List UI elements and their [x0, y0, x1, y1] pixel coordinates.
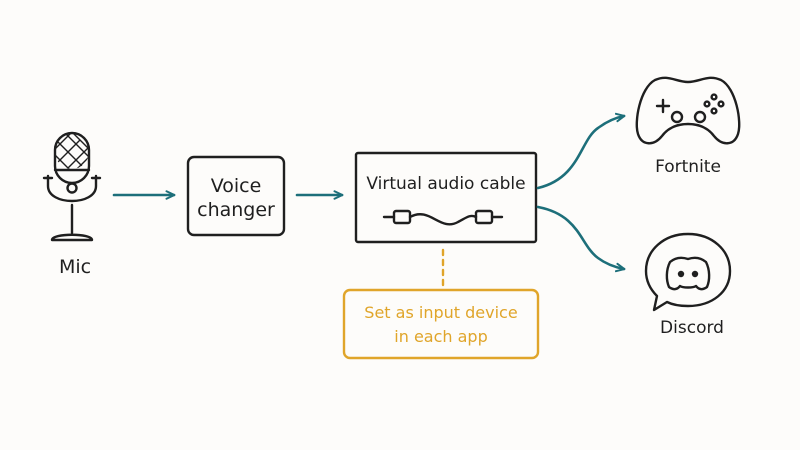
virtual-cable-node: Virtual audio cable — [354, 151, 538, 244]
voice-changer-label-line2: changer — [197, 199, 275, 221]
mic-node: Mic — [42, 131, 102, 278]
virtual-cable-box — [354, 151, 538, 244]
voice-changer-node: Voice changer — [186, 155, 286, 237]
virtual-cable-label: Virtual audio cable — [366, 174, 525, 194]
discord-icon — [644, 232, 732, 312]
audio-cable-icon — [382, 209, 504, 226]
voice-changer-label-line1: Voice — [211, 175, 262, 197]
note-box — [342, 288, 540, 360]
arrow-cable-to-discord — [536, 205, 624, 269]
note-line2: in each app — [394, 327, 487, 346]
fortnite-label: Fortnite — [655, 157, 721, 177]
microphone-icon — [42, 131, 102, 242]
discord-label: Discord — [660, 318, 724, 338]
voice-changer-box — [186, 155, 286, 237]
note-line1: Set as input device — [364, 303, 517, 322]
gamepad-icon — [635, 76, 741, 145]
fortnite-node: Fortnite — [635, 76, 741, 177]
input-device-note: Set as input device in each app — [342, 288, 540, 360]
mic-label: Mic — [59, 256, 91, 278]
discord-node: Discord — [644, 232, 732, 338]
arrow-cable-to-fortnite — [536, 116, 624, 190]
